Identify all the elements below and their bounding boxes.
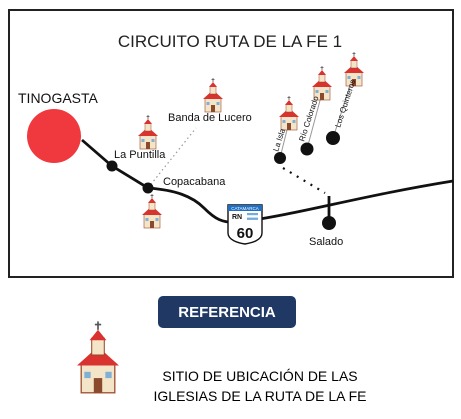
route-sign-prefix: RN [232,214,242,221]
branch-los-quinteros [332,79,353,139]
label-tinogasta: TINOGASTA [18,90,99,106]
la-isla-dot[interactable] [274,152,286,164]
rio-colorado-dot[interactable] [300,142,314,156]
legend-church-icon [75,320,121,394]
tinogasta-marker[interactable] [27,109,81,163]
route-sign: CATAMARCA RN 60 [227,204,263,245]
dotted-path-banda [147,127,197,189]
map-title: CIRCUITO RUTA DE LA FE 1 [118,32,342,51]
branch-rio-colorado [306,92,323,150]
route-sign-number: 60 [237,225,254,242]
legend-line-2: IGLESIAS DE LA RUTA DE LA FE [153,388,367,404]
la-puntilla-dot[interactable] [106,160,118,172]
los-quinteros-dot[interactable] [326,131,340,145]
dotted-path-rivers [282,167,326,194]
label-la-puntilla: La Puntilla [114,149,166,161]
legend-line-1: SITIO DE UBICACIÓN DE LAS [162,368,358,384]
label-banda-de-lucero: Banda de Lucero [168,112,252,124]
salado-dot[interactable] [322,216,336,230]
copacabana-dot[interactable] [142,182,154,194]
reference-badge: REFERENCIA [158,296,296,328]
reference-label: REFERENCIA [178,303,276,321]
label-salado: Salado [309,236,343,248]
argentina-flag-icon [247,213,258,220]
label-copacabana: Copacabana [163,176,226,188]
legend-description: SITIO DE UBICACIÓN DE LAS IGLESIAS DE LA… [140,366,380,406]
route-sign-province: CATAMARCA [231,206,259,211]
